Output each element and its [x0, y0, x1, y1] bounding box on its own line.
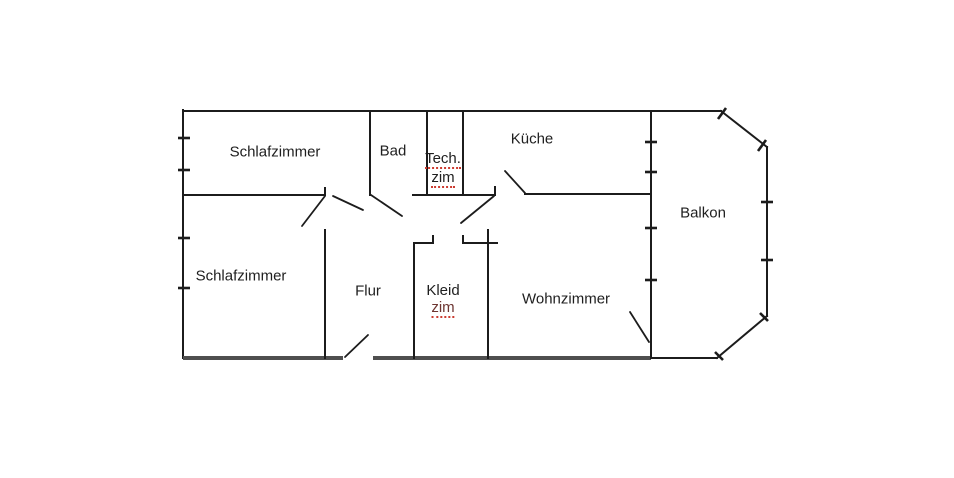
railing-tick-balcony-top-corner-1 — [716, 107, 728, 120]
room-label-tech-zim-line2: zim — [431, 169, 455, 188]
railing-tick-balcony-bottom-corner-1 — [759, 312, 769, 322]
room-label-tech-zim: Tech. zim — [425, 150, 461, 188]
room-label-balkon: Balkon — [680, 204, 726, 222]
door-leaf-entrance — [344, 334, 369, 358]
room-label-kueche: Küche — [510, 130, 554, 148]
room-label-kleid-zim: Kleid zim — [426, 282, 460, 318]
room-label-flur: Flur — [355, 282, 381, 300]
room-label-tech-zim-line1: Tech. — [425, 150, 461, 169]
door-leaf-wohnzimmer — [460, 195, 495, 224]
door-leaf-schlafzimmer-oben — [332, 195, 364, 211]
door-leaf-kueche — [504, 170, 526, 194]
interior-walls — [182, 110, 652, 359]
exterior-walls — [182, 109, 652, 360]
room-label-schlafzimmer-unten: Schlafzimmer — [195, 267, 287, 285]
doors — [301, 170, 650, 358]
wall-kleid-top-left — [413, 235, 434, 244]
wall-hall-divider — [412, 186, 496, 196]
room-label-kleid-zim-line1: Kleid — [426, 282, 460, 299]
door-leaf-schlafzimmer-unten — [301, 195, 326, 227]
room-label-bad: Bad — [379, 142, 407, 160]
wall-bedrooms-divider — [182, 187, 326, 196]
door-leaf-balkon — [629, 311, 650, 343]
window-ticks — [178, 107, 773, 361]
room-label-kleid-zim-line2: zim — [431, 299, 455, 318]
wall-kleid-top-right — [462, 235, 498, 244]
room-label-wohnzimmer: Wohnzimmer — [521, 290, 611, 308]
railing-tick-balcony-bottom-corner-2 — [714, 351, 724, 361]
door-leaf-bad — [370, 194, 403, 217]
balcony-outline — [650, 109, 769, 360]
wall-balcony-diagonal-top — [719, 109, 769, 149]
room-label-schlafzimmer-oben: Schlafzimmer — [229, 143, 321, 161]
railing-tick-balcony-top-corner-2 — [756, 139, 768, 152]
wall-balcony-diagonal-bottom — [715, 314, 769, 360]
